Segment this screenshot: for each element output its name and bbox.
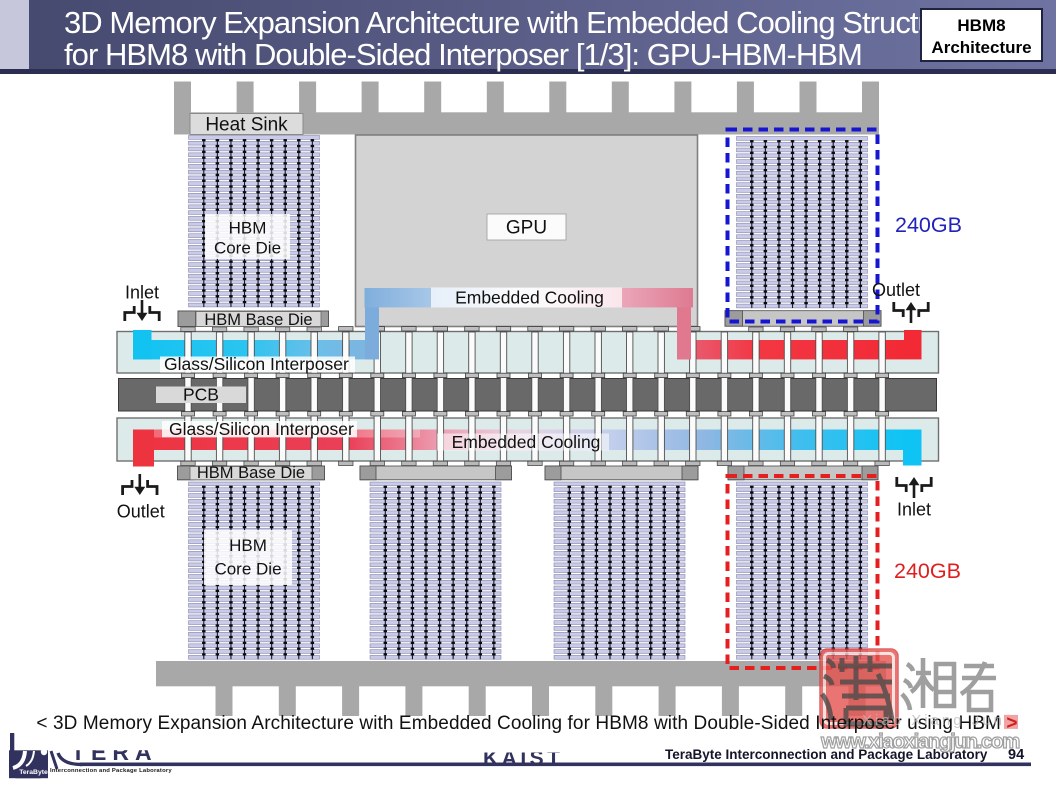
svg-text:Outlet: Outlet <box>872 280 920 300</box>
svg-text:Embedded Cooling: Embedded Cooling <box>455 288 604 308</box>
svg-text:Core Die: Core Die <box>214 560 281 579</box>
svg-text:Embedded Cooling: Embedded Cooling <box>452 432 601 452</box>
svg-text:HBM: HBM <box>229 536 267 555</box>
svg-text:Glass/Silicon Interposer: Glass/Silicon Interposer <box>169 419 354 439</box>
svg-text:Inlet: Inlet <box>897 500 931 520</box>
svg-text:Inlet: Inlet <box>125 283 159 303</box>
svg-text:HBM Base Die: HBM Base Die <box>197 464 305 482</box>
svg-text:240GB: 240GB <box>895 213 962 237</box>
svg-text:HBM: HBM <box>229 219 267 238</box>
svg-text:Glass/Silicon Interposer: Glass/Silicon Interposer <box>164 354 349 374</box>
svg-text:Outlet: Outlet <box>117 502 165 522</box>
svg-text:240GB: 240GB <box>894 559 961 583</box>
svg-text:TeraByte: TeraByte <box>19 769 48 776</box>
svg-text:Heat Sink: Heat Sink <box>205 115 288 136</box>
svg-text:GPU: GPU <box>506 218 547 239</box>
svg-text:PCB: PCB <box>183 385 219 405</box>
svg-text:HBM Base Die: HBM Base Die <box>204 311 312 329</box>
svg-text:Core Die: Core Die <box>214 239 281 258</box>
svg-text:KAIST: KAIST <box>483 747 564 770</box>
